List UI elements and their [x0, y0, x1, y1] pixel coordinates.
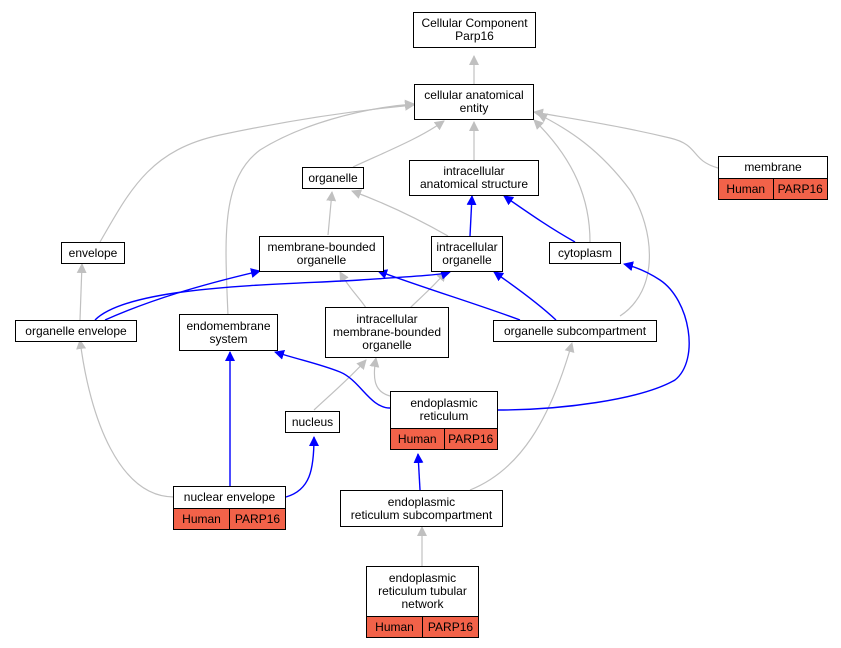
edge-imbo-mbo	[339, 271, 367, 309]
node-organelle-subcompartment[interactable]: organelle subcompartment	[493, 320, 657, 342]
edge-io-ias	[466, 195, 477, 237]
gene-cell: PARP16	[229, 509, 285, 529]
node-label: organelle	[308, 170, 358, 185]
edge-oe-envelope	[76, 263, 87, 321]
edge-organelle-cae	[352, 120, 445, 168]
node-label: nucleus	[291, 414, 334, 429]
node-endomembrane-system[interactable]: endomembrane system	[179, 314, 278, 351]
edge-cytoplasm-cae	[533, 119, 591, 243]
node-label: endoplasmic reticulum tubular network	[378, 571, 467, 611]
gene-cell: PARP16	[422, 617, 478, 637]
node-label: cytoplasm	[557, 245, 613, 260]
node-label: intracellular membrane-bounded organelle	[332, 312, 442, 352]
annotation-row: Human PARP16	[391, 428, 497, 449]
node-label: endomembrane system	[186, 318, 271, 346]
node-label: nuclear envelope	[183, 490, 276, 504]
edge-osc-cae	[537, 113, 650, 317]
species-cell: Human	[174, 509, 229, 529]
edge-mbo-organelle	[326, 191, 337, 236]
node-label: cellular anatomical entity	[424, 88, 524, 115]
edge-osc-io	[493, 271, 557, 321]
edge-io-organelle	[351, 189, 449, 237]
node-cellular-anatomical-entity[interactable]: cellular anatomical entity	[414, 84, 534, 120]
node-label: organelle envelope	[25, 323, 127, 338]
node-label: organelle subcompartment	[503, 323, 647, 338]
annotation-row: Human PARP16	[367, 616, 478, 637]
edge-er-cytoplasm	[497, 261, 690, 411]
node-label: endoplasmic reticulum subcompartment	[350, 494, 493, 522]
node-label: membrane-bounded organelle	[267, 240, 376, 267]
node-label: intracellular organelle	[436, 240, 498, 267]
edge-membrane-cae	[533, 108, 719, 169]
node-envelope[interactable]: envelope	[61, 242, 125, 264]
node-endoplasmic-reticulum-tubular-network[interactable]: endoplasmic reticulum tubular network Hu…	[366, 566, 479, 638]
edge-ersc-osc	[469, 342, 575, 491]
edge-ersc-er	[413, 453, 424, 491]
edge-cytoplasm-ias	[503, 195, 576, 243]
edge-envelope-cae	[99, 100, 415, 243]
species-cell: Human	[719, 179, 773, 199]
gene-cell: PARP16	[443, 429, 497, 449]
gene-cell: PARP16	[772, 179, 827, 199]
edge-ne-nucleus	[285, 436, 319, 498]
node-intracellular-anatomical-structure[interactable]: intracellular anatomical structure	[409, 160, 539, 196]
annotation-row: Human PARP16	[719, 178, 827, 199]
edge-ne-oe	[76, 339, 175, 498]
node-intracellular-membrane-bounded-organelle[interactable]: intracellular membrane-bounded organelle	[325, 307, 449, 358]
edge-osc-mbo	[377, 269, 521, 321]
node-endoplasmic-reticulum-subcompartment[interactable]: endoplasmic reticulum subcompartment	[340, 490, 503, 527]
node-membrane-bounded-organelle[interactable]: membrane-bounded organelle	[259, 236, 384, 272]
edge-oe-io	[94, 269, 451, 321]
node-cytoplasm[interactable]: cytoplasm	[549, 242, 621, 264]
edge-nucleus-imbo	[313, 359, 367, 411]
species-cell: Human	[391, 429, 444, 449]
node-nucleus[interactable]: nucleus	[285, 411, 340, 433]
node-endoplasmic-reticulum[interactable]: endoplasmic reticulum Human PARP16	[390, 391, 498, 450]
node-label: membrane	[744, 160, 802, 174]
node-cellular-component-parp16[interactable]: Cellular Component Parp16	[413, 12, 536, 48]
node-label: envelope	[68, 245, 118, 260]
node-label: endoplasmic reticulum	[410, 396, 478, 423]
node-organelle[interactable]: organelle	[302, 167, 364, 189]
node-nuclear-envelope[interactable]: nuclear envelope Human PARP16	[173, 486, 286, 530]
node-intracellular-organelle[interactable]: intracellular organelle	[431, 236, 503, 272]
node-organelle-envelope[interactable]: organelle envelope	[15, 320, 137, 342]
node-label: Cellular Component Parp16	[421, 16, 528, 43]
species-cell: Human	[367, 617, 422, 637]
edge-ems-cae	[225, 99, 415, 317]
edge-imbo-io	[409, 271, 447, 309]
node-membrane[interactable]: membrane Human PARP16	[718, 156, 828, 200]
edge-oe-mbo	[104, 268, 261, 321]
edge-er-imbo	[369, 357, 391, 397]
annotation-row: Human PARP16	[174, 508, 285, 529]
edge-er-ems	[274, 349, 391, 409]
node-label: intracellular anatomical structure	[419, 164, 529, 191]
